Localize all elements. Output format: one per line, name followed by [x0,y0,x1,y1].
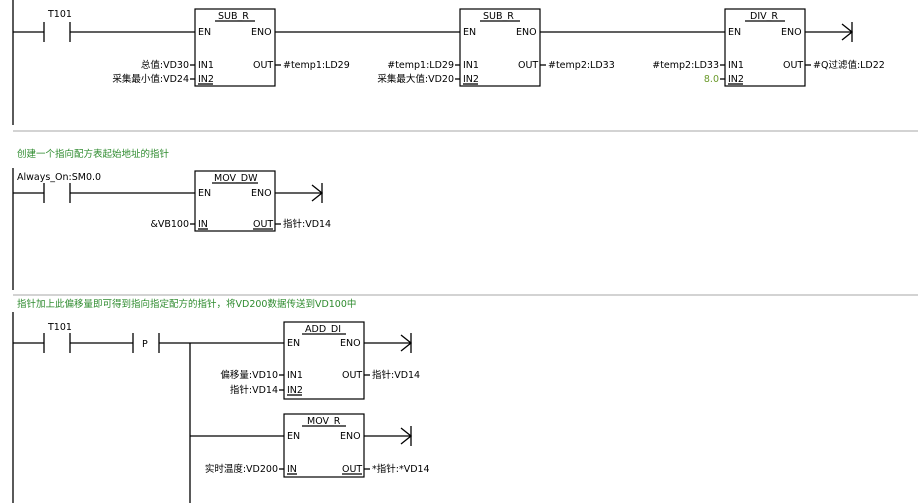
div-r-block[interactable]: DIV_R EN ENO IN1 IN2 OUT [720,8,811,87]
in2-pin: IN2 [728,74,744,85]
en-pin: EN [728,27,741,38]
in2-pin: IN2 [287,385,303,396]
eno-pin: ENO [340,431,361,442]
block-title: DIV_R [750,11,778,22]
out-pin: OUT [253,219,273,230]
eno-arrow-icon [364,426,413,446]
sub1-out-value: #temp1:LD29 [283,60,350,71]
contact-t101[interactable]: T101 [43,9,72,42]
add-out-value: 指针:VD14 [372,369,420,381]
sub1-in2-value: 采集最小值:VD24 [112,73,189,85]
add-in1-value: 偏移量:VD10 [220,369,278,381]
add-di-block[interactable]: ADD_DI EN ENO IN1 IN2 OUT [279,321,370,400]
en-pin: EN [287,431,300,442]
sub-r-block-2[interactable]: SUB_R EN ENO IN1 IN2 OUT [455,8,546,87]
mov-out-value: 指针:VD14 [283,218,331,230]
en-pin: EN [287,338,300,349]
p-label: P [142,339,148,350]
eno-pin: ENO [516,27,537,38]
eno-arrow-icon [364,333,413,353]
mov-dw-block[interactable]: MOV_DW EN ENO IN OUT [190,170,281,232]
mov-r-in-value: 实时温度:VD200 [205,463,278,475]
in2-pin: IN2 [463,74,479,85]
block-title: MOV_DW [214,173,258,184]
in2-pin: IN2 [198,74,214,85]
network-1: T101 SUB_R EN ENO IN1 IN2 OUT 总值:VD30 采集… [12,0,885,125]
in-pin: IN [198,219,208,230]
contact-t101[interactable]: T101 [43,322,72,353]
network-3: 指针加上此偏移量即可得到指向指定配方的指针，将VD200数据传送到VD100中 … [12,298,430,503]
div-out-value: #Q过滤值:LD22 [813,59,885,71]
in1-pin: IN1 [728,60,744,71]
out-pin: OUT [518,60,538,71]
mov-r-out-value: *指针:*VD14 [372,463,430,475]
eno-arrow-icon [275,183,324,203]
sub2-in1-value: #temp1:LD29 [387,60,454,71]
out-pin: OUT [783,60,803,71]
in1-pin: IN1 [198,60,214,71]
en-pin: EN [198,27,211,38]
en-pin: EN [198,188,211,199]
sub1-in1-value: 总值:VD30 [141,59,189,71]
network3-comment: 指针加上此偏移量即可得到指向指定配方的指针，将VD200数据传送到VD100中 [17,298,356,310]
network-2: 创建一个指向配方表起始地址的指针 Always_On:SM0.0 MOV_DW … [12,148,331,290]
block-title: SUB_R [218,11,249,22]
in1-pin: IN1 [287,370,303,381]
out-pin: OUT [342,464,362,475]
out-pin: OUT [253,60,273,71]
eno-pin: ENO [781,27,802,38]
eno-arrow-icon [805,22,854,42]
in-pin: IN [287,464,297,475]
block-title: SUB_R [483,11,514,22]
mov-in-value: &VB100 [150,219,189,230]
mov-r-block[interactable]: MOV_R EN ENO IN OUT [279,413,370,478]
in1-pin: IN1 [463,60,479,71]
contact-label: Always_On:SM0.0 [17,172,101,183]
div-in2-value: 8.0 [704,74,719,85]
block-title: MOV_R [307,416,341,427]
eno-pin: ENO [340,338,361,349]
eno-pin: ENO [251,27,272,38]
positive-edge-contact[interactable]: P [132,333,160,353]
contact-label: T101 [47,322,72,333]
sub-r-block-1[interactable]: SUB_R EN ENO IN1 IN2 OUT [190,8,281,87]
out-pin: OUT [342,370,362,381]
network2-comment: 创建一个指向配方表起始地址的指针 [17,148,170,160]
sub2-in2-value: 采集最大值:VD20 [377,73,454,85]
add-in2-value: 指针:VD14 [230,384,278,396]
div-in1-value: #temp2:LD33 [652,60,719,71]
contact-always-on[interactable] [43,183,71,203]
en-pin: EN [463,27,476,38]
contact-label: T101 [47,9,72,20]
block-title: ADD_DI [305,324,341,335]
sub2-out-value: #temp2:LD33 [548,60,615,71]
eno-pin: ENO [251,188,272,199]
